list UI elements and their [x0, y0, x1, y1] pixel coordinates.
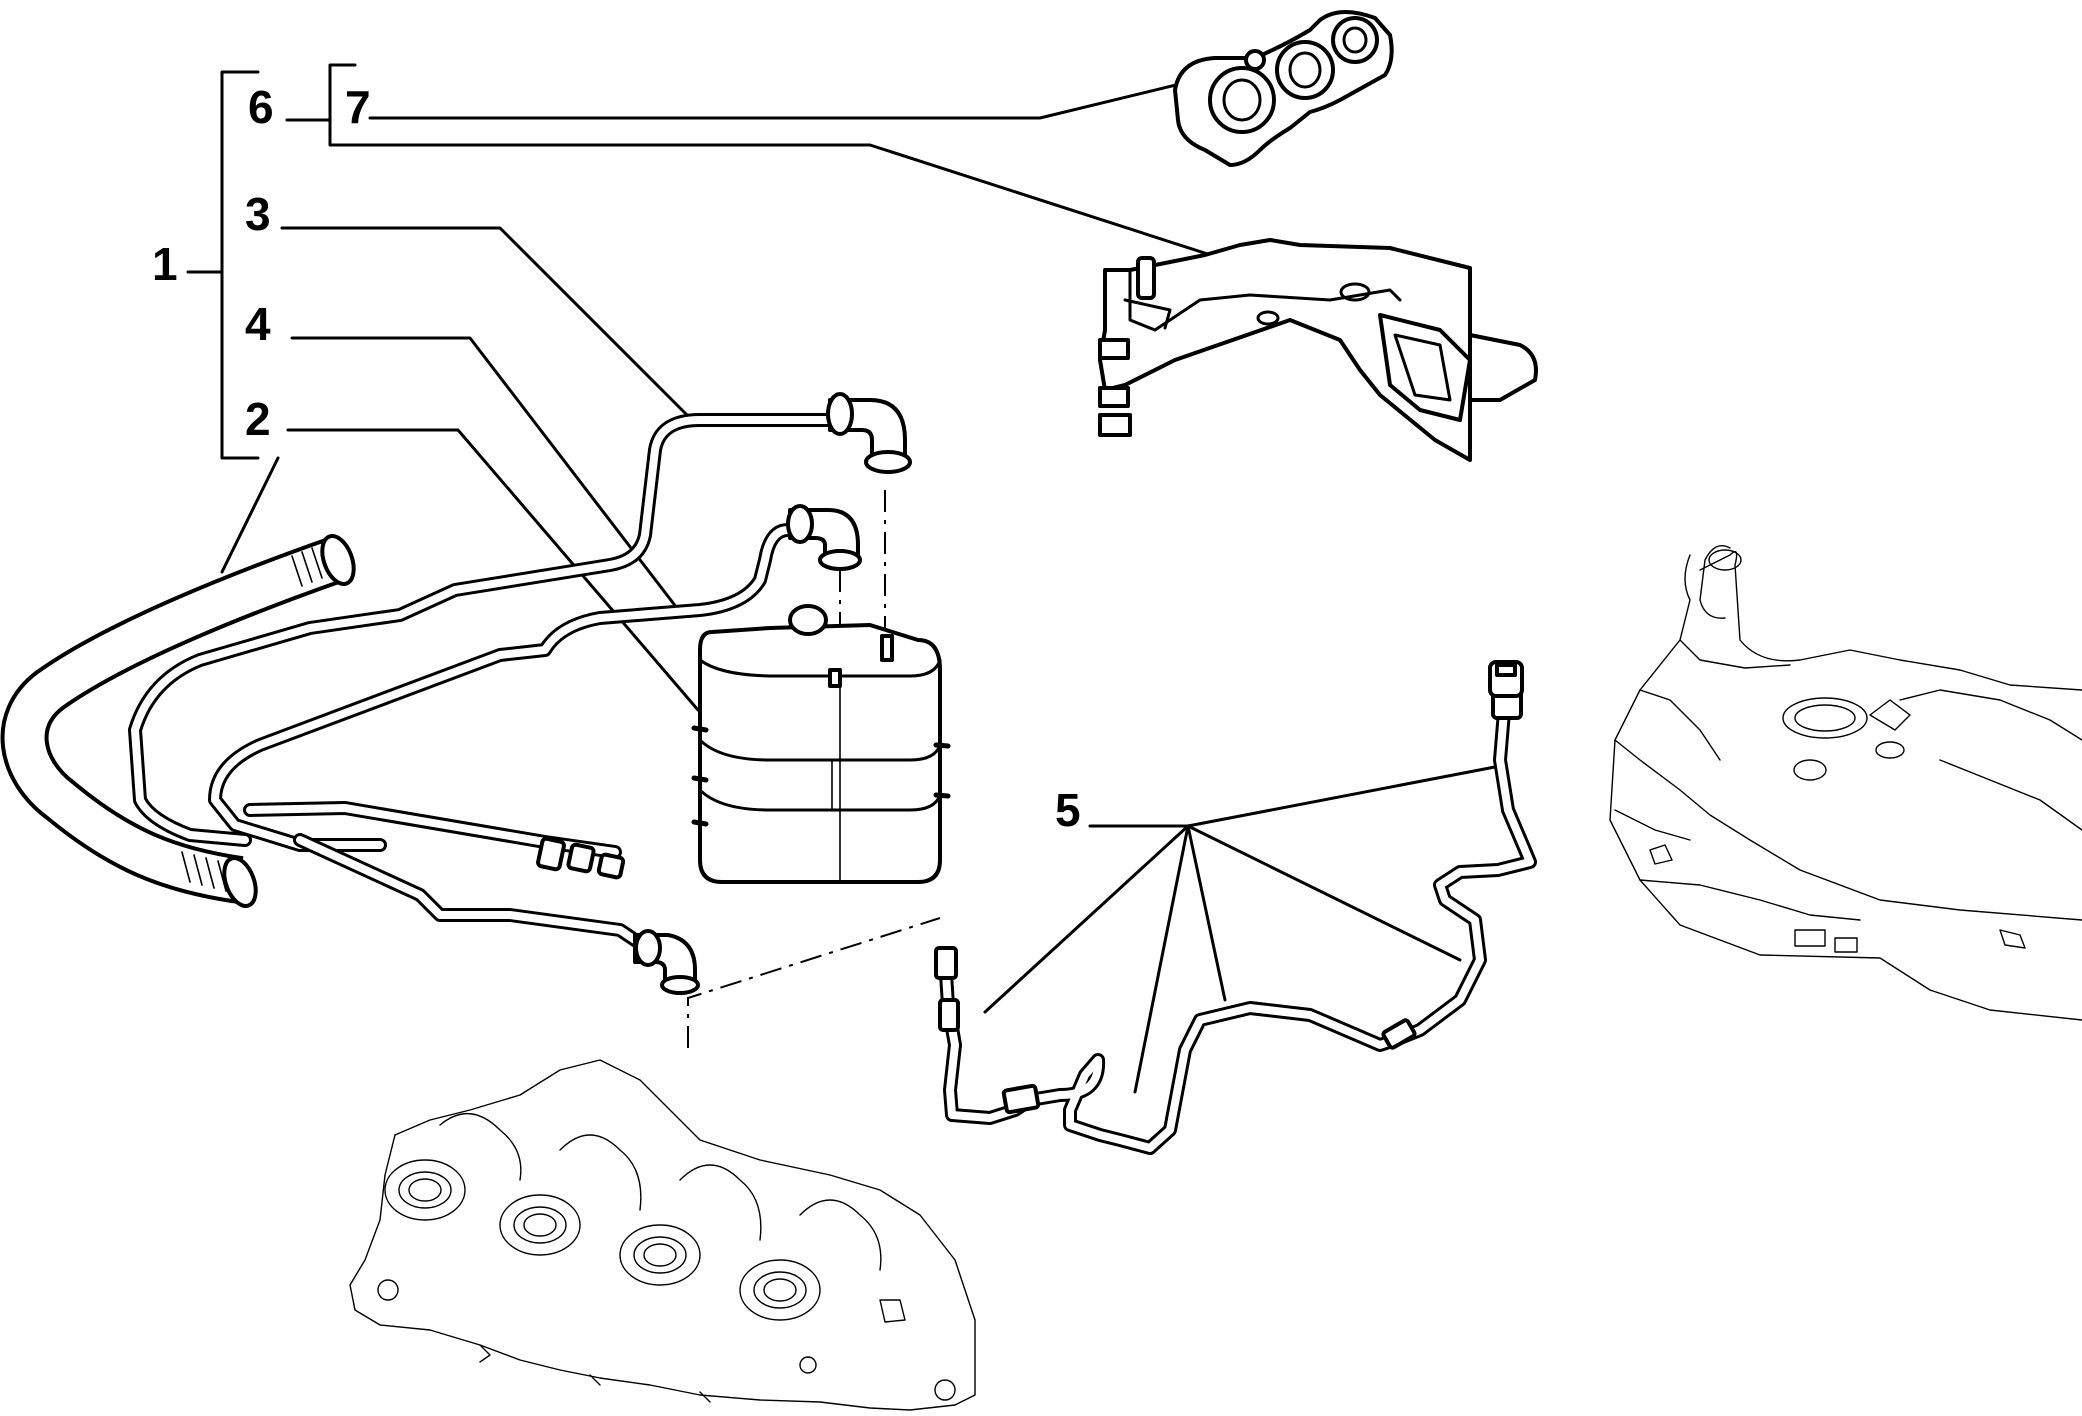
callout-5: 5 [1055, 784, 1081, 836]
callout-4: 4 [245, 298, 271, 350]
intake-manifold-reference [349, 1059, 976, 1411]
pipe-clip [1173, 10, 1394, 167]
callout-6: 6 [248, 81, 274, 133]
callout-2: 2 [245, 393, 271, 445]
mounting-bracket [1098, 238, 1538, 462]
large-vent-hose [0, 534, 356, 908]
charcoal-canister [691, 604, 951, 884]
callout-1: 1 [152, 238, 178, 290]
elbow-fittings [633, 392, 912, 995]
callout-labels: 1 2 3 4 5 6 7 [152, 81, 1081, 836]
callout-7: 7 [345, 81, 371, 133]
fuel-vapor-lines [934, 660, 1537, 1155]
evap-tubes [128, 413, 852, 957]
leader-lines [186, 63, 1502, 1094]
fuel-tank-reference [1609, 545, 2082, 1021]
callout-3: 3 [245, 188, 271, 240]
